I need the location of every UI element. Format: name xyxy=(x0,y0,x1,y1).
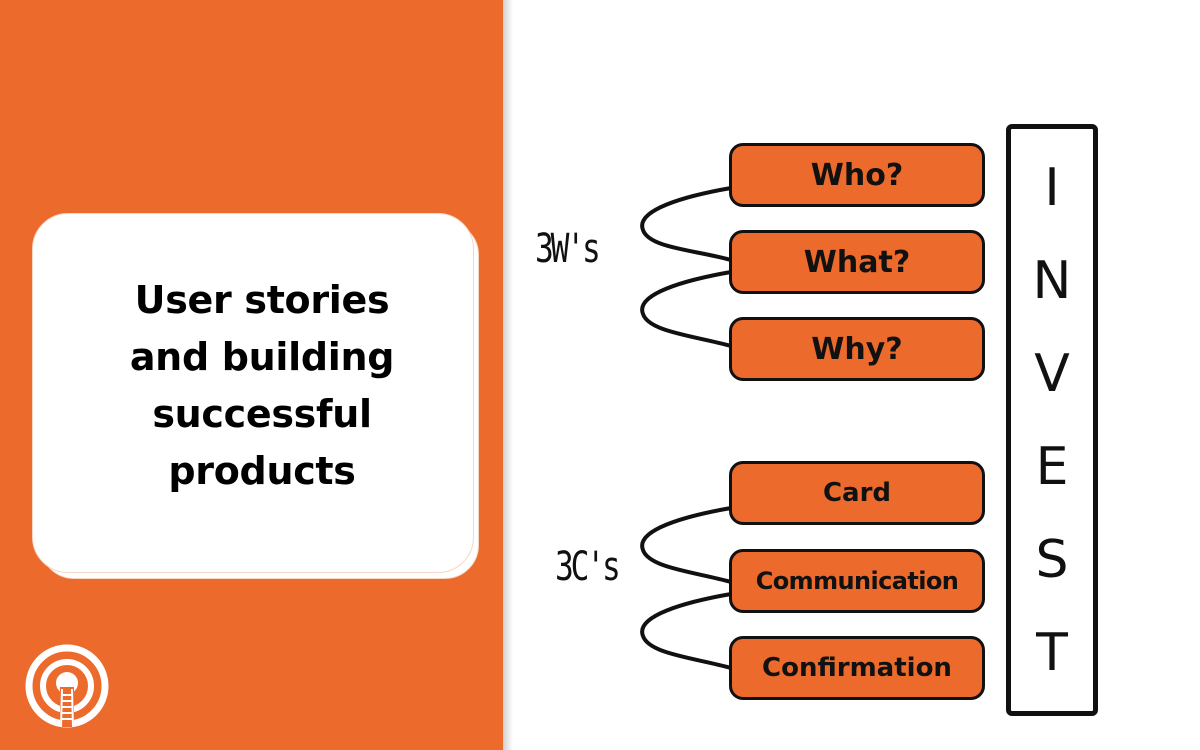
connector-lines xyxy=(640,186,733,670)
invest-letter-t: T xyxy=(1036,622,1068,683)
box-confirmation: Confirmation xyxy=(729,636,985,700)
connector-card-communication xyxy=(640,506,733,584)
box-what: What? xyxy=(729,230,985,294)
panel-divider xyxy=(503,0,513,750)
box-communication: Communication xyxy=(729,549,985,613)
title-card: User stories and building successful pro… xyxy=(32,213,474,573)
invest-letter-n: N xyxy=(1032,250,1072,311)
invest-letter-s: S xyxy=(1035,529,1069,590)
connector-what-why xyxy=(640,270,733,348)
invest-letter-i: I xyxy=(1044,157,1060,218)
invest-acronym-frame: I N V E S T xyxy=(1006,124,1098,716)
connector-communication-confirmation xyxy=(640,592,733,670)
invest-letter-e: E xyxy=(1035,436,1069,497)
box-who: Who? xyxy=(729,143,985,207)
page-title: User stories and building successful pro… xyxy=(129,278,395,493)
group-label-3cs: 3C's xyxy=(555,544,621,590)
user-story-diagram: 3W's Who? What? Why? 3C's Card Communica… xyxy=(515,110,1115,730)
broadcast-ladder-icon xyxy=(25,644,109,728)
group-label-3ws: 3W's xyxy=(535,226,601,272)
invest-letter-v: V xyxy=(1034,343,1070,404)
box-why: Why? xyxy=(729,317,985,381)
box-card: Card xyxy=(729,461,985,525)
connector-who-what xyxy=(640,186,733,262)
